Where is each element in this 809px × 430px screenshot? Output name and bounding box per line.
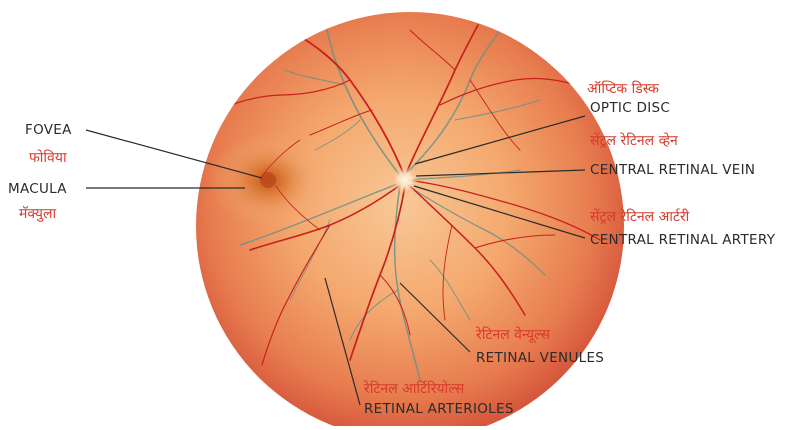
optic-disc-label-en: OPTIC DISC [590,100,670,116]
fovea-spot [260,172,276,188]
optic-disc-label-hi: ऑप्टिक डिस्क [587,80,659,98]
retinal-arterioles-label-en: RETINAL ARTERIOLES [364,401,514,417]
macula-label-hi: मॅक्युला [19,205,56,223]
fovea-label-hi: फोविया [29,149,67,167]
central-retinal-vein-label-en: CENTRAL RETINAL VEIN [590,162,755,178]
central-retinal-artery-label-en: CENTRAL RETINAL ARTERY [590,232,775,248]
macula-label-en: MACULA [8,181,67,197]
fovea-label-en: FOVEA [25,122,72,138]
central-retinal-vein-label-hi: सेंट्रल रेटिनल व्हेन [590,132,678,150]
retinal-arterioles-label-hi: रेटिनल आर्टिरियोल्स [364,380,464,398]
retinal-venules-label-hi: रेटिनल वेन्यूल्स [476,326,550,344]
retinal-venules-label-en: RETINAL VENULES [476,350,604,366]
optic-disc-shape [391,166,419,194]
central-retinal-artery-label-hi: सेंट्रल रेटिनल आर्टरी [590,208,689,226]
